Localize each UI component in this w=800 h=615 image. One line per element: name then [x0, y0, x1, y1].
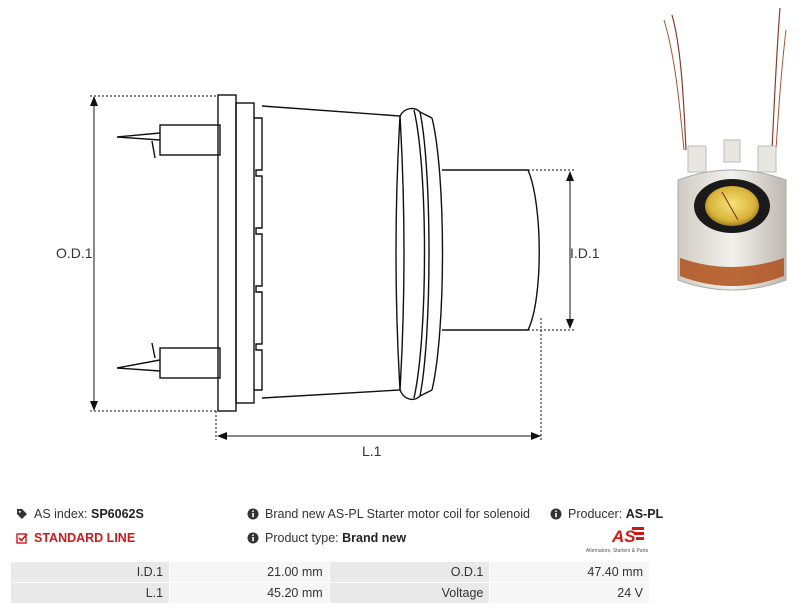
description-text: Brand new AS-PL Starter motor coil for s… — [265, 507, 530, 521]
info-icon — [550, 508, 562, 520]
as-index-value: SP6062S — [91, 507, 144, 521]
spec-value: 47.40 mm — [489, 561, 650, 583]
line-row: STANDARD LINE — [16, 531, 135, 545]
id-label: I.D.1 — [570, 245, 600, 261]
terminal-bottom — [116, 342, 221, 379]
spec-label: O.D.1 — [328, 561, 491, 583]
info-icon — [247, 508, 259, 520]
product-type-row: Product type: Brand new — [247, 531, 406, 545]
spec-value: 24 V — [489, 582, 650, 604]
producer-label: Producer: — [568, 507, 623, 521]
product-type-value: Brand new — [342, 531, 407, 545]
technical-drawing: O.D.1 I.D.1 L.1 — [56, 94, 600, 459]
as-index-label: AS index: — [34, 507, 88, 521]
logo-subtext: Alternators, Starters & Parts — [585, 548, 649, 554]
inner-tube — [442, 169, 540, 331]
product-type-label: Product type: — [265, 531, 339, 545]
l-label: L.1 — [362, 443, 382, 459]
tag-icon — [17, 509, 27, 519]
description-row: Brand new AS-PL Starter motor coil for s… — [247, 507, 530, 521]
spec-label: I.D.1 — [9, 561, 171, 583]
spec-label: Voltage — [328, 582, 491, 604]
product-photo — [663, 7, 787, 291]
as-index-row: AS index: SP6062S — [16, 507, 144, 521]
checkbox-checked-icon — [16, 533, 28, 544]
spec-value: 45.20 mm — [169, 582, 330, 604]
as-pl-logo: AS Alternators, Starters & Parts — [584, 524, 650, 554]
producer-value: AS-PL — [625, 507, 664, 521]
spec-label: L.1 — [9, 582, 171, 604]
standard-line-label: STANDARD LINE — [34, 531, 136, 545]
spec-value: 21.00 mm — [169, 561, 330, 583]
info-icon — [247, 532, 259, 544]
terminal-top — [116, 124, 221, 159]
coil-body — [261, 105, 401, 399]
svg-text:AS: AS — [611, 527, 636, 546]
flange-inner — [235, 102, 255, 404]
od-label: O.D.1 — [56, 245, 93, 261]
producer-row: Producer: AS-PL — [550, 507, 663, 521]
as-logo-mark: AS — [611, 527, 644, 546]
